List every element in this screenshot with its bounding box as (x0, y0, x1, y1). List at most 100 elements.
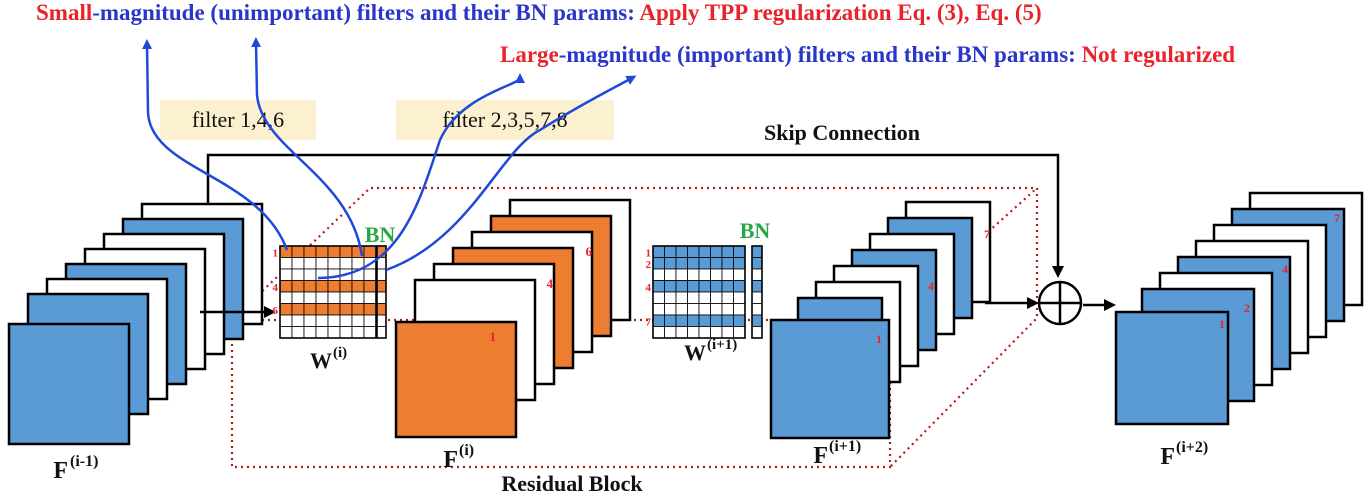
weight-cell (710, 257, 723, 270)
weight-cell (733, 291, 746, 304)
weight-cell (698, 268, 711, 281)
weight-cell (698, 303, 711, 316)
bn-cell (751, 245, 763, 258)
weight-cell (279, 257, 293, 270)
weight-cell (733, 257, 746, 270)
weight-cell (687, 314, 700, 327)
label-f-im1-sup: (i-1) (70, 453, 98, 470)
residual-block-label: Residual Block (501, 471, 643, 495)
weight-cell (327, 303, 341, 316)
weight-cell (721, 303, 734, 316)
weight-cell (687, 303, 700, 316)
stack-map-index: 7 (1334, 211, 1340, 225)
weight-cell (721, 314, 734, 327)
weight-cell (351, 280, 365, 293)
weight-cell (279, 268, 293, 281)
weight-cell (339, 303, 353, 316)
weight-cell (291, 280, 305, 293)
weight-cell (303, 326, 317, 339)
weight-cell (315, 257, 329, 270)
weight-cell (291, 268, 305, 281)
label-f-i-sup: (i) (459, 442, 474, 459)
weight-cell (279, 280, 293, 293)
headline-large-filters: Large-magnitude (important) filters and … (500, 42, 1235, 68)
stack-map-index: 1 (1219, 317, 1225, 331)
bn-cell (376, 314, 387, 327)
weight-cell (303, 257, 317, 270)
weight-cell (687, 326, 700, 339)
weight-cell (721, 280, 734, 293)
headline-small-desc: -magnitude (unimportant) filters and the… (92, 0, 640, 25)
weight-cell (291, 291, 305, 304)
weight-cell (698, 245, 711, 258)
weight-cell (721, 268, 734, 281)
bn-cell (376, 291, 387, 304)
weight-cell (339, 245, 353, 258)
bn-cell (376, 303, 387, 316)
weight-cell (291, 257, 305, 270)
weight-cell (279, 291, 293, 304)
stack-f-ip1-labels: 147 (876, 227, 990, 346)
weight-cell (664, 280, 677, 293)
weight-cell (291, 326, 305, 339)
weight-cell (698, 291, 711, 304)
weight-cell (710, 314, 723, 327)
weight-cell (652, 291, 665, 304)
headline-large-desc: -magnitude (important) filters and their… (558, 42, 1082, 67)
weight-cell (687, 257, 700, 270)
weight-cell (652, 268, 665, 281)
weight-cell (652, 326, 665, 339)
skip-connection-line (206, 153, 1064, 278)
feature-map-stack-f-i (394, 198, 632, 439)
weight-cell (652, 245, 665, 258)
weight-cell (363, 291, 377, 304)
weight-cell (652, 314, 665, 327)
weight-cell (733, 280, 746, 293)
stack-map-index: 1 (876, 332, 882, 346)
arrow-small-1 (142, 39, 289, 251)
weight-cell (303, 268, 317, 281)
weight-cell (698, 280, 711, 293)
bn-cell (751, 314, 763, 327)
stack-map-index: 4 (1282, 262, 1288, 276)
weight-cell (687, 291, 700, 304)
weight-cell (721, 291, 734, 304)
weight-cell (351, 303, 365, 316)
weight-cell (664, 245, 677, 258)
bn-label-1: BN (365, 222, 396, 247)
weight-cell (733, 268, 746, 281)
weight-cell (363, 303, 377, 316)
bn-cell (376, 280, 387, 293)
tag-small-filters-text: filter 1,4,6 (191, 107, 285, 132)
label-f-ip2-sup: (i+2) (1176, 439, 1208, 456)
arrow-large-2 (385, 75, 637, 272)
weight-cell (710, 245, 723, 258)
blue-arrows (142, 37, 637, 280)
headline-small-filters: Small-magnitude (unimportant) filters an… (36, 0, 1042, 26)
weight-cell (363, 268, 377, 281)
arrow-small-2 (251, 37, 364, 257)
weight-cell (327, 314, 341, 327)
label-f-ip2: F (1160, 444, 1175, 470)
weight-cell (710, 303, 723, 316)
bn-cell (376, 326, 387, 339)
weight-cell (363, 280, 377, 293)
label-f-ip1: F (813, 443, 828, 469)
weight-cell (351, 314, 365, 327)
weight-cell (327, 280, 341, 293)
weight-cell (363, 326, 377, 339)
weight-cell (315, 291, 329, 304)
stack-map-index: 2 (1244, 301, 1250, 315)
weight-cell (675, 268, 688, 281)
weight-cell (315, 245, 329, 258)
weight-cell (351, 326, 365, 339)
weight-cell (291, 303, 305, 316)
headline-small-action: Apply TPP regularization Eq. (3), Eq. (5… (639, 0, 1042, 25)
weight-row-number: 2 (646, 259, 652, 271)
weight-cell (675, 314, 688, 327)
label-f-im1: F (53, 458, 68, 484)
weight-row-number: 1 (273, 248, 279, 260)
weight-row-number: 7 (646, 317, 652, 329)
weight-cell (687, 280, 700, 293)
